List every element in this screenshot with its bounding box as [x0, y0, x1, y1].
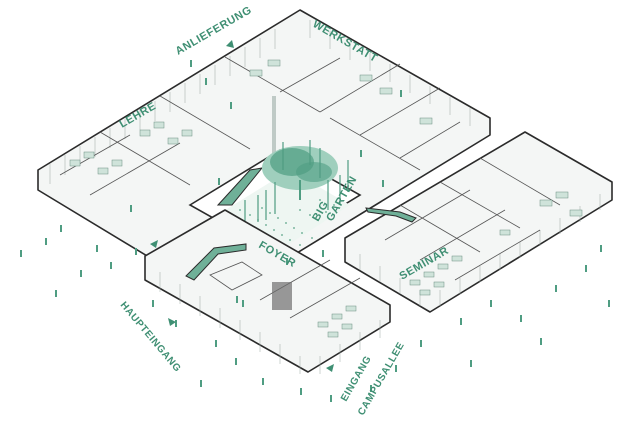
foyer-partitions — [259, 259, 361, 319]
foyer-core — [272, 282, 292, 310]
foyer-stair — [185, 243, 247, 281]
arrow-north-entry-icon — [150, 240, 158, 248]
foyer-reception-desk — [209, 261, 263, 291]
foyer-building — [144, 209, 391, 374]
arrow-haupteingang-icon — [168, 318, 176, 326]
seminar-partitions — [384, 157, 561, 281]
north-partitions — [59, 56, 461, 196]
garden-dots — [239, 199, 335, 246]
foyer-furniture — [317, 305, 357, 338]
people-figures — [20, 60, 610, 402]
north-furniture — [69, 59, 433, 175]
seminar-stair — [365, 207, 417, 223]
seminar-building — [344, 131, 613, 313]
tree-canopy — [262, 146, 338, 200]
foyer-building-slab — [144, 209, 391, 373]
seminar-building-slab — [344, 131, 613, 313]
arrow-eingang-icon — [326, 364, 334, 372]
label-campusallee: CAMPUSALLEE — [356, 340, 407, 417]
seminar-furniture — [409, 191, 583, 296]
seminar-facade-mullions — [359, 194, 601, 306]
label-haupteingang: HAUPTEINGANG — [118, 300, 183, 375]
arrow-anlieferung-icon — [226, 40, 234, 48]
north-building-slab — [37, 9, 491, 301]
foyer-facade-mullions — [159, 272, 381, 374]
